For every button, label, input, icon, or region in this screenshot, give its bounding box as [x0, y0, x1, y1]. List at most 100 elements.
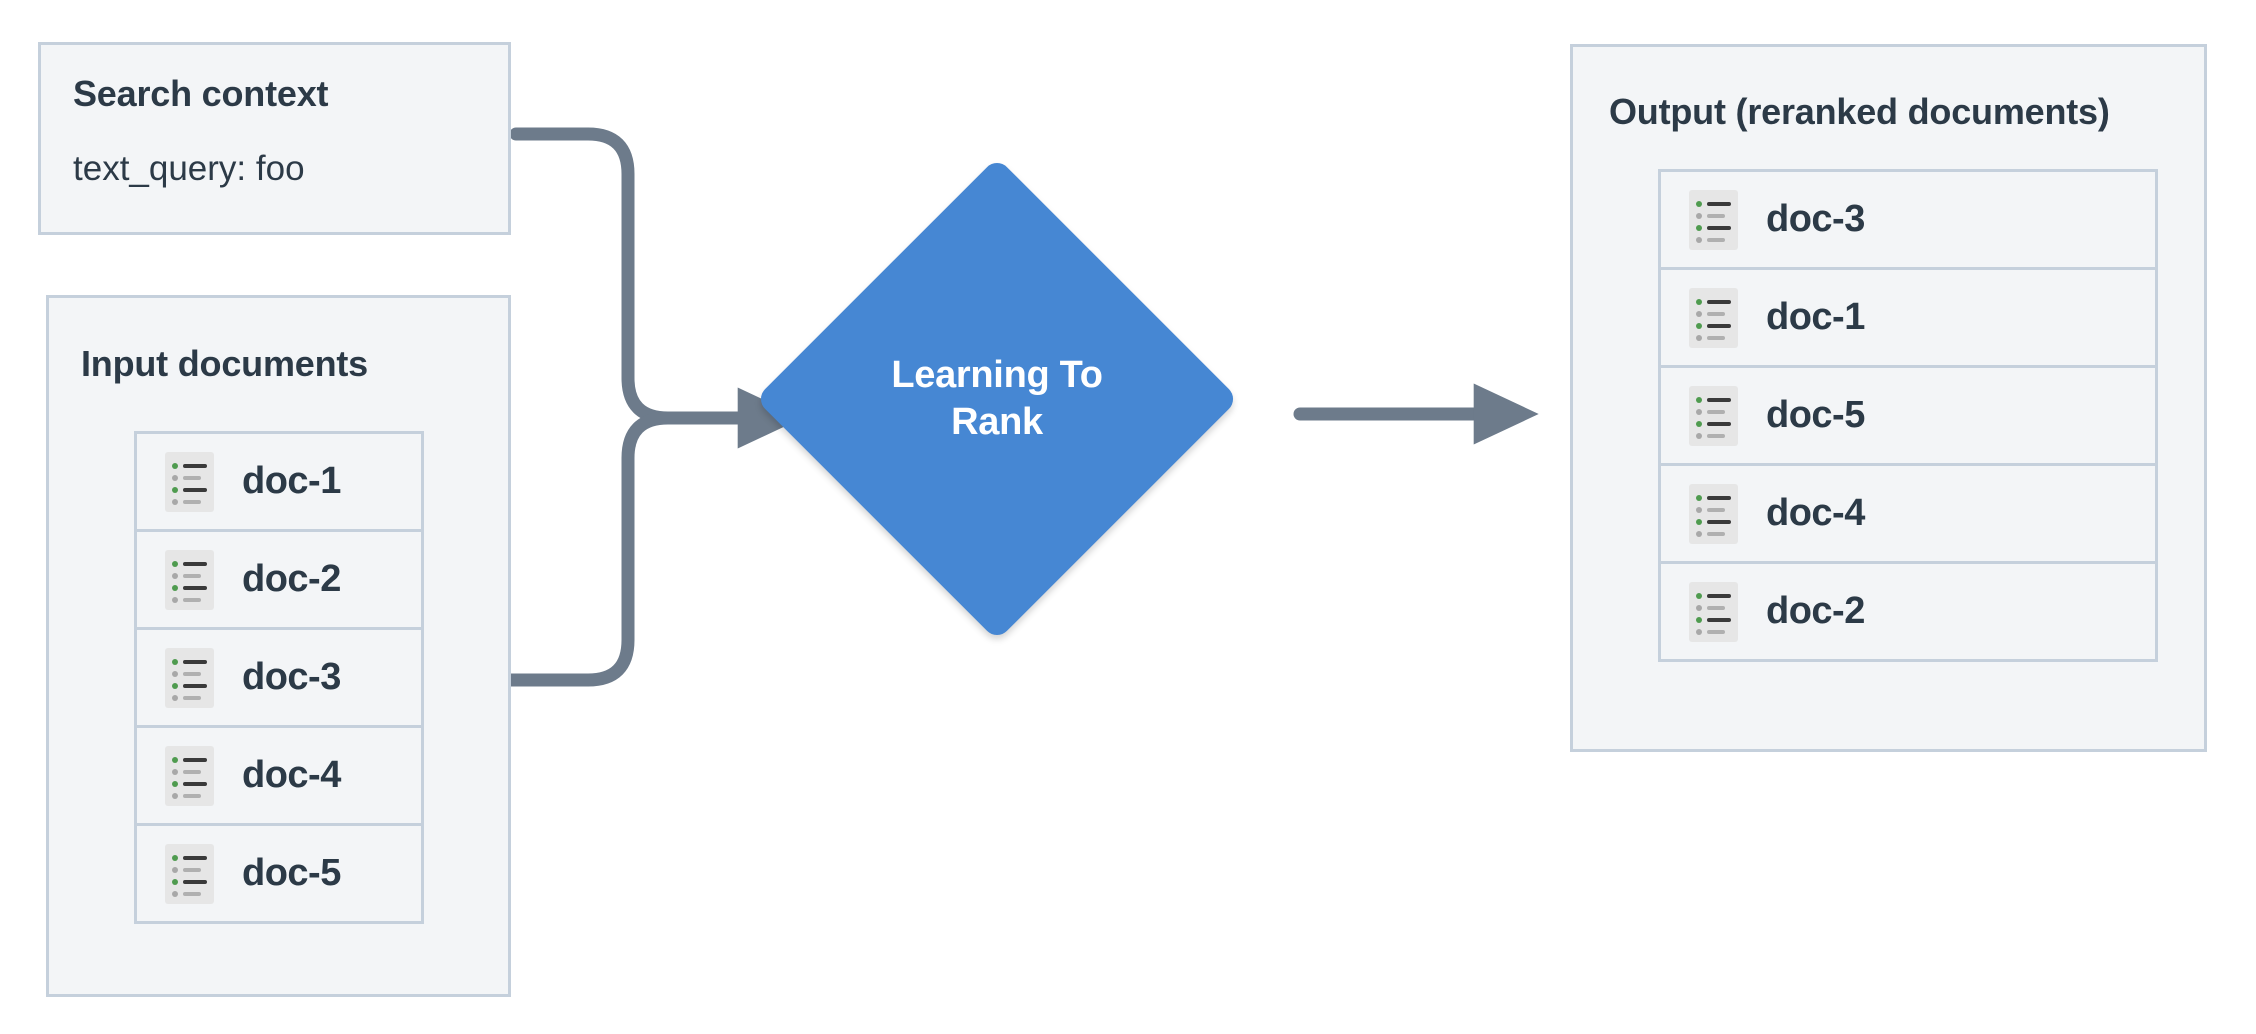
- document-list-icon-bullet: [172, 658, 178, 665]
- document-list-icon-bullet: [1696, 396, 1702, 403]
- document-list-icon-row: [172, 497, 207, 507]
- document-list-icon-line: [1707, 225, 1731, 230]
- document-list-icon-bullet: [1696, 224, 1702, 231]
- document-list-icon-bullet: [172, 780, 178, 787]
- output-document-label: doc-2: [1766, 590, 1865, 632]
- document-list-icon-row: [1696, 615, 1731, 625]
- document-list-icon-row: [1696, 395, 1731, 405]
- document-list-icon-row: [1696, 407, 1731, 417]
- document-list-icon: [1689, 483, 1738, 544]
- document-list-icon-row: [1696, 333, 1731, 343]
- document-list-icon-row: [172, 559, 207, 569]
- document-list-icon-line: [1707, 629, 1725, 634]
- output-document-label: doc-3: [1766, 198, 1865, 240]
- document-list-icon-bullet: [172, 768, 178, 775]
- output-document-label: doc-4: [1766, 492, 1865, 534]
- document-list-icon-row: [1696, 627, 1731, 637]
- document-list-icon-row: [1696, 591, 1731, 601]
- document-list-icon-line: [1707, 593, 1731, 598]
- output-document-label: doc-5: [1766, 394, 1865, 436]
- output-document-card[interactable]: doc-2: [1658, 561, 2158, 662]
- document-list-icon-row: [1696, 529, 1731, 539]
- document-list-icon-bullet: [172, 694, 178, 701]
- document-list-icon-line: [1707, 237, 1725, 242]
- document-list-icon-bullet: [1696, 334, 1702, 341]
- document-list-icon-row: [172, 595, 207, 605]
- document-list-icon-bullet: [1696, 212, 1702, 219]
- document-list-icon-bullet: [1696, 236, 1702, 243]
- document-list-icon-row: [172, 865, 207, 875]
- document-list-icon-bullet: [172, 486, 178, 493]
- document-list-icon: [1689, 189, 1738, 250]
- search-context-title: Search context: [73, 73, 329, 114]
- output-document-card[interactable]: doc-5: [1658, 365, 2158, 466]
- document-list-icon-bullet: [1696, 408, 1702, 415]
- document-list-icon-line: [1707, 409, 1725, 414]
- document-list-icon-line: [183, 499, 201, 504]
- document-list-icon-bullet: [172, 792, 178, 799]
- document-list-icon-row: [172, 853, 207, 863]
- document-list-icon-line: [183, 879, 207, 884]
- document-list-icon: [1689, 385, 1738, 446]
- edge-input-documents-to-ltr: [497, 411, 785, 687]
- document-list-icon-line: [1707, 323, 1731, 328]
- document-list-icon-bullet: [172, 854, 178, 861]
- output-document-card[interactable]: doc-1: [1658, 267, 2158, 368]
- learning-to-rank-node[interactable]: [755, 157, 1239, 641]
- document-list-icon-bullet: [1696, 530, 1702, 537]
- document-list-icon-bullet: [1696, 420, 1702, 427]
- document-list-icon-line: [1707, 311, 1725, 316]
- document-list-icon-line: [183, 561, 207, 566]
- document-list-icon: [165, 451, 214, 512]
- document-list-icon-bullet: [1696, 592, 1702, 599]
- input-document-card[interactable]: doc-2: [134, 529, 424, 630]
- document-list-icon-row: [172, 779, 207, 789]
- document-list-icon-row: [1696, 223, 1731, 233]
- document-list-icon-row: [1696, 505, 1731, 515]
- document-list-icon-row: [172, 461, 207, 471]
- document-list-icon-bullet: [172, 572, 178, 579]
- document-list-icon-line: [1707, 421, 1731, 426]
- document-list-icon-bullet: [1696, 616, 1702, 623]
- document-list-icon-row: [1696, 309, 1731, 319]
- document-list-icon-line: [183, 487, 207, 492]
- document-list-icon-line: [1707, 507, 1725, 512]
- output-document-card[interactable]: doc-4: [1658, 463, 2158, 564]
- document-list-icon-line: [183, 659, 207, 664]
- document-list-icon-line: [183, 597, 201, 602]
- document-list-icon-row: [172, 583, 207, 593]
- output-panel-title: Output (reranked documents): [1609, 91, 2110, 132]
- document-list-icon-line: [183, 867, 201, 872]
- document-list-icon-row: [172, 681, 207, 691]
- input-document-card[interactable]: doc-5: [134, 823, 424, 924]
- document-list-icon-row: [172, 693, 207, 703]
- document-list-icon-line: [183, 891, 201, 896]
- document-list-icon-line: [183, 757, 207, 762]
- input-document-card[interactable]: doc-3: [134, 627, 424, 728]
- document-list-icon-line: [183, 769, 201, 774]
- document-list-icon-row: [1696, 431, 1731, 441]
- document-list-icon-bullet: [172, 462, 178, 469]
- document-list-icon-bullet: [172, 756, 178, 763]
- document-list-icon-line: [183, 793, 201, 798]
- output-document-card[interactable]: doc-3: [1658, 169, 2158, 270]
- document-list-icon-row: [172, 767, 207, 777]
- document-list-icon: [1689, 581, 1738, 642]
- document-list-icon-line: [183, 855, 207, 860]
- edge-search-context-to-ltr: [509, 127, 803, 449]
- document-list-icon-row: [172, 485, 207, 495]
- document-list-icon-row: [172, 755, 207, 765]
- document-list-icon-row: [1696, 603, 1731, 613]
- document-list-icon-line: [183, 671, 201, 676]
- output-document-list: doc-3 doc-1 doc-5 doc-4 doc-2: [1658, 169, 2158, 662]
- document-list-icon-bullet: [1696, 494, 1702, 501]
- input-document-card[interactable]: doc-1: [134, 431, 424, 532]
- document-list-icon-bullet: [172, 878, 178, 885]
- document-list-icon-row: [1696, 493, 1731, 503]
- document-list-icon-line: [1707, 519, 1731, 524]
- document-list-icon-row: [1696, 297, 1731, 307]
- document-list-icon-line: [183, 781, 207, 786]
- input-document-card[interactable]: doc-4: [134, 725, 424, 826]
